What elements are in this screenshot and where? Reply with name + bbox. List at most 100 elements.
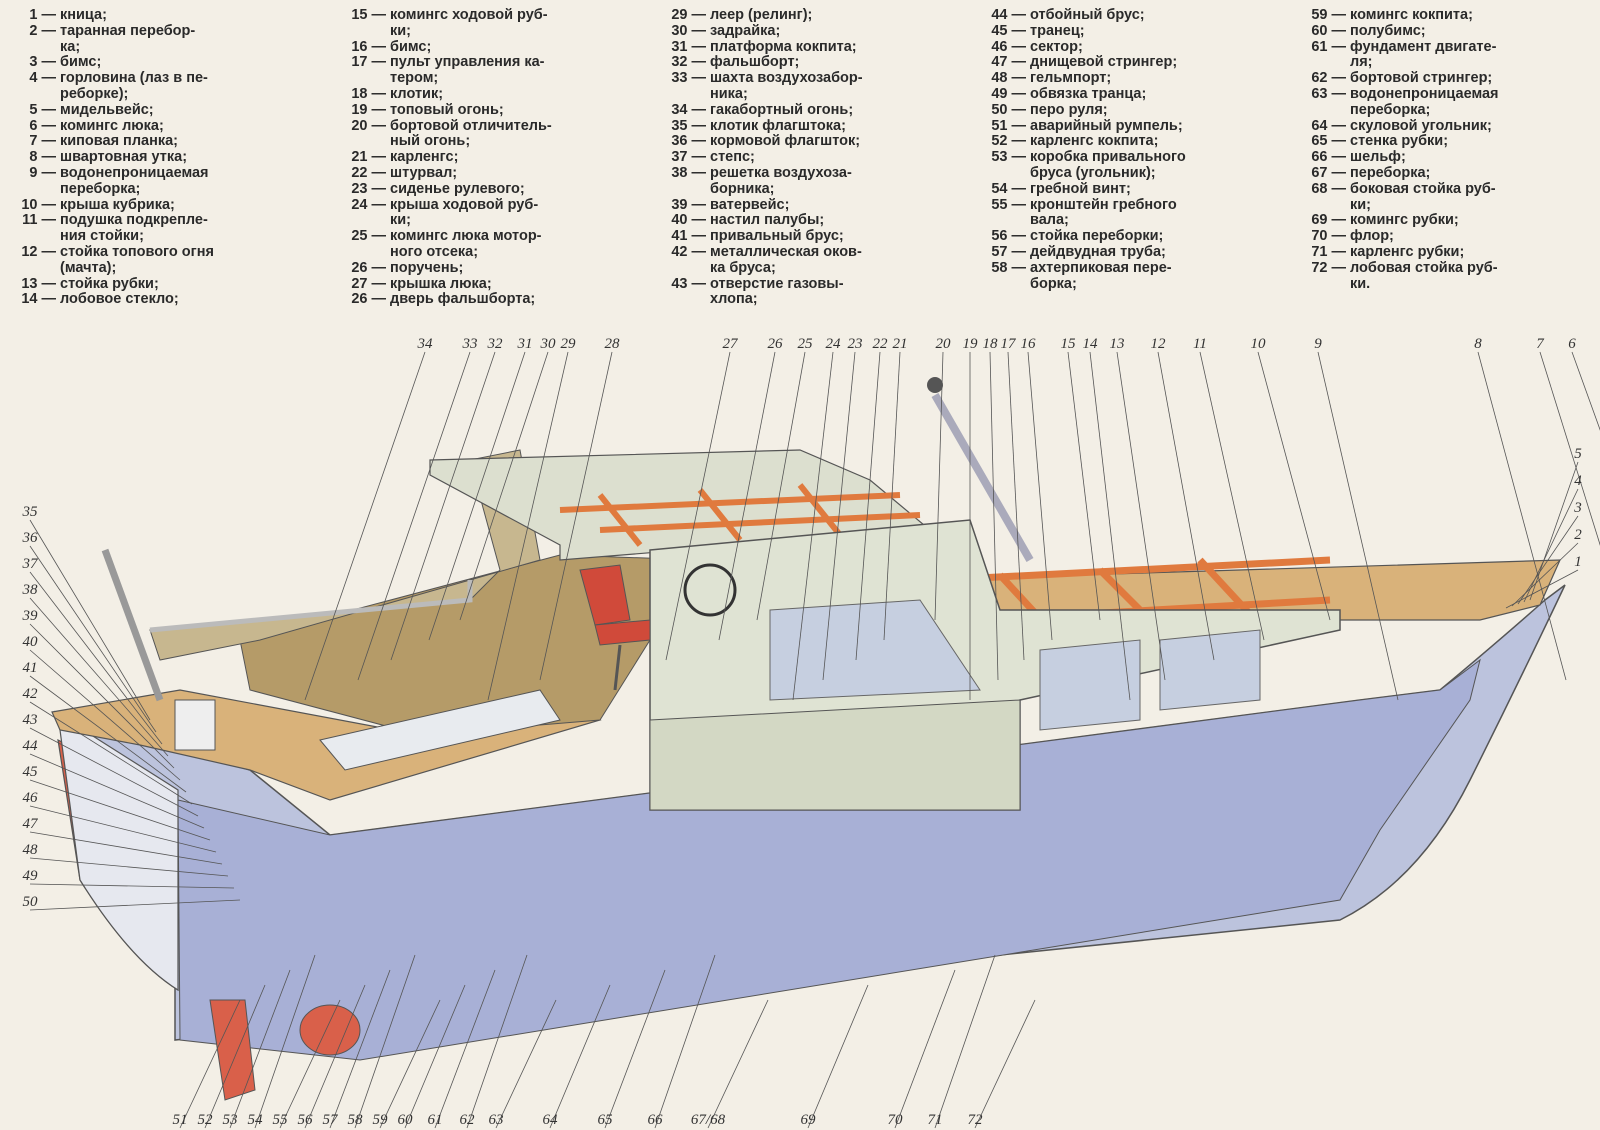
legend-text: кница; <box>60 7 107 23</box>
legend-item: 34 —гакабортный огонь; <box>670 102 863 119</box>
callout-leader-line <box>1477 351 1567 681</box>
legend-text: сиденье рулевого; <box>390 180 525 197</box>
callout-label: 14 <box>1083 336 1099 352</box>
callout-label: 54 <box>248 1112 264 1128</box>
legend-item: 11 —подушка подкрепле- ния стойки; <box>20 213 214 245</box>
callout-leader-line <box>495 999 557 1129</box>
legend-item: 43 —отверстие газовы- хлопа; <box>670 275 863 309</box>
callout-label: 56 <box>298 1112 314 1128</box>
legend-item: 37 —степс; <box>670 149 863 166</box>
legend-item: 30 —задрайка; <box>670 22 863 40</box>
legend-number: 50 — <box>991 101 1026 118</box>
legend-column: 15 —комингс ходовой руб- ки;16 —бимс;17 … <box>350 7 552 308</box>
callout-label: 5 <box>1574 446 1582 462</box>
boat-illustration <box>51 377 1566 1101</box>
callout-label: 53 <box>223 1112 238 1128</box>
callout-leader-line <box>894 969 956 1129</box>
legend-text: транец; <box>1030 22 1085 39</box>
legend-item: 63 —водонепроницаемая переборка; <box>1310 86 1498 119</box>
callout-label: 64 <box>543 1112 559 1128</box>
legend-item: 32 —фальшборт; <box>670 55 863 71</box>
legend-number: 30 — <box>671 22 706 39</box>
legend-item: 2 —таранная перебор- ка; <box>20 23 214 56</box>
legend-item: 12 —стойка топового огня (мачта); <box>20 243 214 277</box>
legend-text: фальшборт; <box>710 54 800 71</box>
legend-number: 11 — <box>22 212 56 229</box>
callout-leader-line <box>883 351 901 641</box>
legend-text: ватервейс; <box>710 196 790 213</box>
wheelhouse-side-panel <box>649 699 1021 811</box>
legend-text: швартовная утка; <box>60 149 188 166</box>
legend-item: 15 —комингс ходовой руб- ки; <box>350 7 552 40</box>
callout-leader-line <box>329 969 391 1129</box>
legend-number: 22 — <box>351 164 386 181</box>
legend-item: 72 —лобовая стойка руб- ки. <box>1310 259 1499 293</box>
callout-label: 49 <box>23 868 39 884</box>
legend-item: 59 —комингс кокпита; <box>1310 7 1499 24</box>
legend-item: 44 —отбойный брус; <box>990 7 1186 24</box>
legend-text: лобовое стекло; <box>60 291 179 308</box>
legend-number: 47 — <box>991 54 1026 71</box>
masthead-light <box>927 377 943 393</box>
legend-number: 56 — <box>991 228 1026 245</box>
callout-leader-line <box>29 675 187 793</box>
legend-number: 39 — <box>671 196 706 213</box>
legend-text: полубимс; <box>1350 22 1426 39</box>
legend-number: 19 — <box>351 101 386 118</box>
callout-leader-line <box>989 351 999 681</box>
legend-text: обвязка транца; <box>1030 85 1147 102</box>
legend-text: сектор; <box>1030 38 1083 55</box>
callout-label: 71 <box>928 1112 943 1128</box>
legend-text: лобовая стойка руб- ки. <box>1350 259 1498 292</box>
mast <box>931 393 1034 562</box>
legend-item: 22 —штурвал; <box>350 164 552 182</box>
engine-hatch <box>319 689 561 771</box>
window <box>1159 629 1261 711</box>
legend-item: 29 —леер (релинг); <box>670 7 863 24</box>
legend-item: 49 —обвязка транца; <box>990 85 1186 103</box>
roof-frames <box>559 483 921 547</box>
legend-text: гельмпорт; <box>1030 70 1112 87</box>
legend-item: 64 —скуловой угольник; <box>1310 117 1499 135</box>
legend-text: водонепроницаемая переборка; <box>60 164 209 197</box>
callout-leader-line <box>29 597 169 757</box>
legend-item: 21 —карленгс; <box>350 149 552 166</box>
callout-label: 16 <box>1021 336 1037 352</box>
callout-leader-line <box>1511 542 1579 607</box>
legend-number: 59 — <box>1311 7 1346 23</box>
callout-label: 60 <box>398 1112 414 1128</box>
legend-text: комингс кокпита; <box>1350 7 1473 23</box>
callout-leader-line <box>354 954 416 1129</box>
legend-item: 60 —полубимс; <box>1310 22 1499 40</box>
transom <box>54 710 179 992</box>
legend-number: 69 — <box>1311 212 1346 229</box>
callout-leader-line <box>604 969 666 1129</box>
legend-text: отверстие газовы- хлопа; <box>710 275 844 308</box>
legend-text: стойка переборки; <box>1030 228 1164 245</box>
callout-leader-line <box>304 984 366 1129</box>
legend-item: 33 —шахта воздухозабор- ника; <box>670 70 862 103</box>
callout-leader-line <box>357 351 471 681</box>
flagstaff <box>101 548 164 702</box>
propeller <box>299 1004 361 1056</box>
legend-item: 13 —стойка рубки; <box>20 276 214 293</box>
callout-leader-line <box>549 984 611 1129</box>
legend-item: 18 —клотик; <box>350 86 552 103</box>
legend-number: 72 — <box>1311 259 1346 276</box>
callout-leader-line <box>29 519 151 721</box>
callout-leader-line <box>1067 351 1101 621</box>
legend-item: 14 —лобовое стекло; <box>20 292 214 308</box>
legend-text: горловина (лаз в пе- реборке); <box>60 70 208 102</box>
legend-number: 55 — <box>991 196 1026 213</box>
legend-number: 12 — <box>21 243 56 260</box>
legend-text: поручень; <box>390 259 464 276</box>
callout-label: 70 <box>888 1112 904 1128</box>
legend-text: привальный брус; <box>710 228 844 245</box>
legend-text: карленгс; <box>390 149 459 166</box>
legend-number: 53 — <box>991 149 1026 166</box>
legend-text: переборка; <box>1350 164 1431 181</box>
legend-text: скуловой угольник; <box>1350 117 1492 134</box>
legend-number: 16 — <box>351 38 386 55</box>
legend-text: боковая стойка руб- ки; <box>1350 180 1496 213</box>
